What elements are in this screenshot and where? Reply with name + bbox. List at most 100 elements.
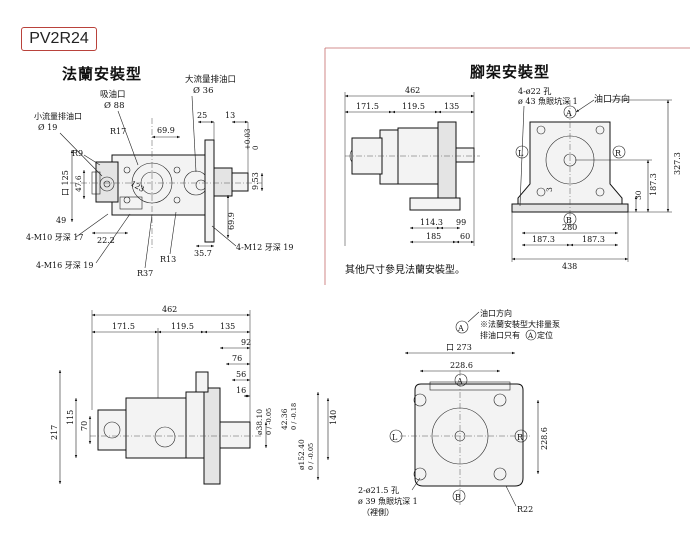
tol-zero: 0 [252, 146, 260, 150]
foot-d119-5: 119.5 [402, 102, 425, 111]
small-port-bore [103, 180, 111, 188]
side-d92: 92 [241, 338, 251, 347]
side-d76: 76 [232, 354, 242, 363]
large-discharge-value: Ø 36 [193, 85, 214, 96]
small-discharge-label: 小流量排油口 [34, 111, 82, 121]
foot-port-b-marker [563, 212, 577, 226]
end-bolt-br [493, 467, 507, 481]
large-discharge-label: 大流量排油口 [185, 74, 236, 85]
leader-m12 [211, 225, 237, 247]
side-shaft [219, 421, 251, 449]
foot-d99: 99 [456, 218, 466, 227]
leader-r13 [169, 211, 177, 255]
end-holes2: ø 39 魚眼坑深 1 [358, 496, 418, 506]
foot-port-r: R [615, 149, 622, 158]
leader-small [59, 132, 103, 177]
end-note2: 排油口只有 [480, 330, 520, 340]
end-note1: ※法蘭安裝型大排量泵 [480, 319, 560, 329]
foot-port-a-marker [563, 105, 577, 119]
foot-d171-5: 171.5 [356, 102, 379, 111]
r13-label: R13 [160, 255, 176, 264]
side-d462: 462 [162, 305, 177, 314]
end-box273: 口 273 [446, 343, 472, 352]
box125-label: 口 125 [61, 170, 70, 196]
leader-r9 [83, 154, 101, 166]
end-note-a: A [527, 332, 534, 340]
foot-d187-3b: 187.3 [582, 235, 605, 244]
end-note2b: 定位 [537, 330, 553, 340]
bolt-3 [123, 196, 131, 204]
foot-end-bolt4 [595, 187, 605, 197]
foot-d187-3v: 187.3 [649, 173, 658, 196]
flange-pilot [213, 167, 233, 197]
side-d135: 135 [220, 322, 235, 331]
foot-d114-3: 114.3 [420, 218, 443, 227]
end-legend-a-marker [455, 320, 469, 334]
d69-9-top: 69.9 [157, 126, 175, 135]
foot-d327-3: 327.3 [673, 152, 682, 175]
side-small-port [103, 421, 121, 439]
foot-d185: 185 [426, 232, 441, 241]
end-holes-leader [411, 477, 421, 491]
lower-block [119, 196, 143, 210]
leader-m16 [95, 213, 131, 264]
d9-53-label: 9.53 [251, 172, 260, 190]
leader-suction [117, 110, 139, 166]
side-d217: 217 [50, 425, 59, 440]
end-port-b: B [455, 493, 461, 502]
bolt-1 [123, 166, 131, 174]
side-body-rear [185, 391, 205, 459]
leader-m10 [75, 213, 109, 238]
side-pilot: ø152.40 [297, 439, 306, 470]
foot-flange [437, 121, 457, 205]
foot-small-pump [379, 129, 399, 185]
end-top-lug [429, 381, 511, 391]
foot-port-r-marker [612, 145, 626, 159]
d47-6-label: 47.6 [74, 175, 83, 192]
end-port-a: A [456, 377, 463, 386]
d13-label: 13 [225, 111, 235, 120]
end-view-drawing: A 油口方向 ※法蘭安裝型大排量泵 排油口只有 A 定位 口 273 228.6… [358, 308, 560, 517]
d22-2-label: 22.2 [97, 236, 115, 245]
m12-label: 4-M12 牙深 19 [236, 243, 293, 252]
flange-body [111, 154, 208, 216]
side-shaft1: ø38.10 [255, 409, 264, 435]
end-oil-leader [467, 311, 480, 323]
end-note-a-marker [525, 329, 537, 341]
flange-mount-title: 法蘭安裝型 [62, 65, 143, 83]
end-holes: 2-ø21.5 孔 [358, 486, 399, 495]
foot-port-a: A [565, 109, 572, 118]
foot-port-l: L [518, 149, 524, 158]
small-pump-block [95, 161, 119, 203]
end-port-r: R [517, 433, 524, 442]
end-port-b-marker [452, 489, 466, 503]
foot-end-bolt1 [536, 125, 546, 135]
foot-d30: 30 [634, 190, 643, 200]
foot-base [409, 197, 461, 211]
foot-d3: 3 [545, 187, 554, 192]
foot-oil-direction: 油口方向 [594, 93, 630, 105]
end-holes3: （裡側） [362, 507, 394, 517]
foot-end-bolt3 [536, 187, 546, 197]
foot-oil-leader [575, 99, 595, 113]
suction-label: 吸油口 [100, 89, 126, 100]
end-bolt-tr [493, 393, 507, 407]
foot-d462: 462 [405, 86, 420, 95]
foot-shaft [455, 147, 475, 163]
end-bolt-tl [413, 393, 427, 407]
d69-9-side-label: 69.9 [227, 212, 236, 230]
side-body-front [125, 397, 187, 459]
foot-port-l-marker [515, 145, 529, 159]
foot-hole-note: 4-ø22 孔 [518, 87, 551, 96]
foot-hole-leader [519, 105, 525, 207]
end-oil-direction: 油口方向 [480, 308, 512, 318]
side-view-drawing: 462 171.5 119.5 135 92 76 56 16 217 115 … [50, 305, 338, 485]
d35-7-label: 35.7 [194, 249, 212, 258]
side-d171-5: 171.5 [112, 322, 135, 331]
side-shaft1-tol: 0 / -0.05 [265, 408, 273, 435]
leader-large [191, 95, 197, 173]
end-r22: R22 [517, 505, 533, 514]
foot-mount-title: 腳架安裝型 [470, 63, 551, 81]
